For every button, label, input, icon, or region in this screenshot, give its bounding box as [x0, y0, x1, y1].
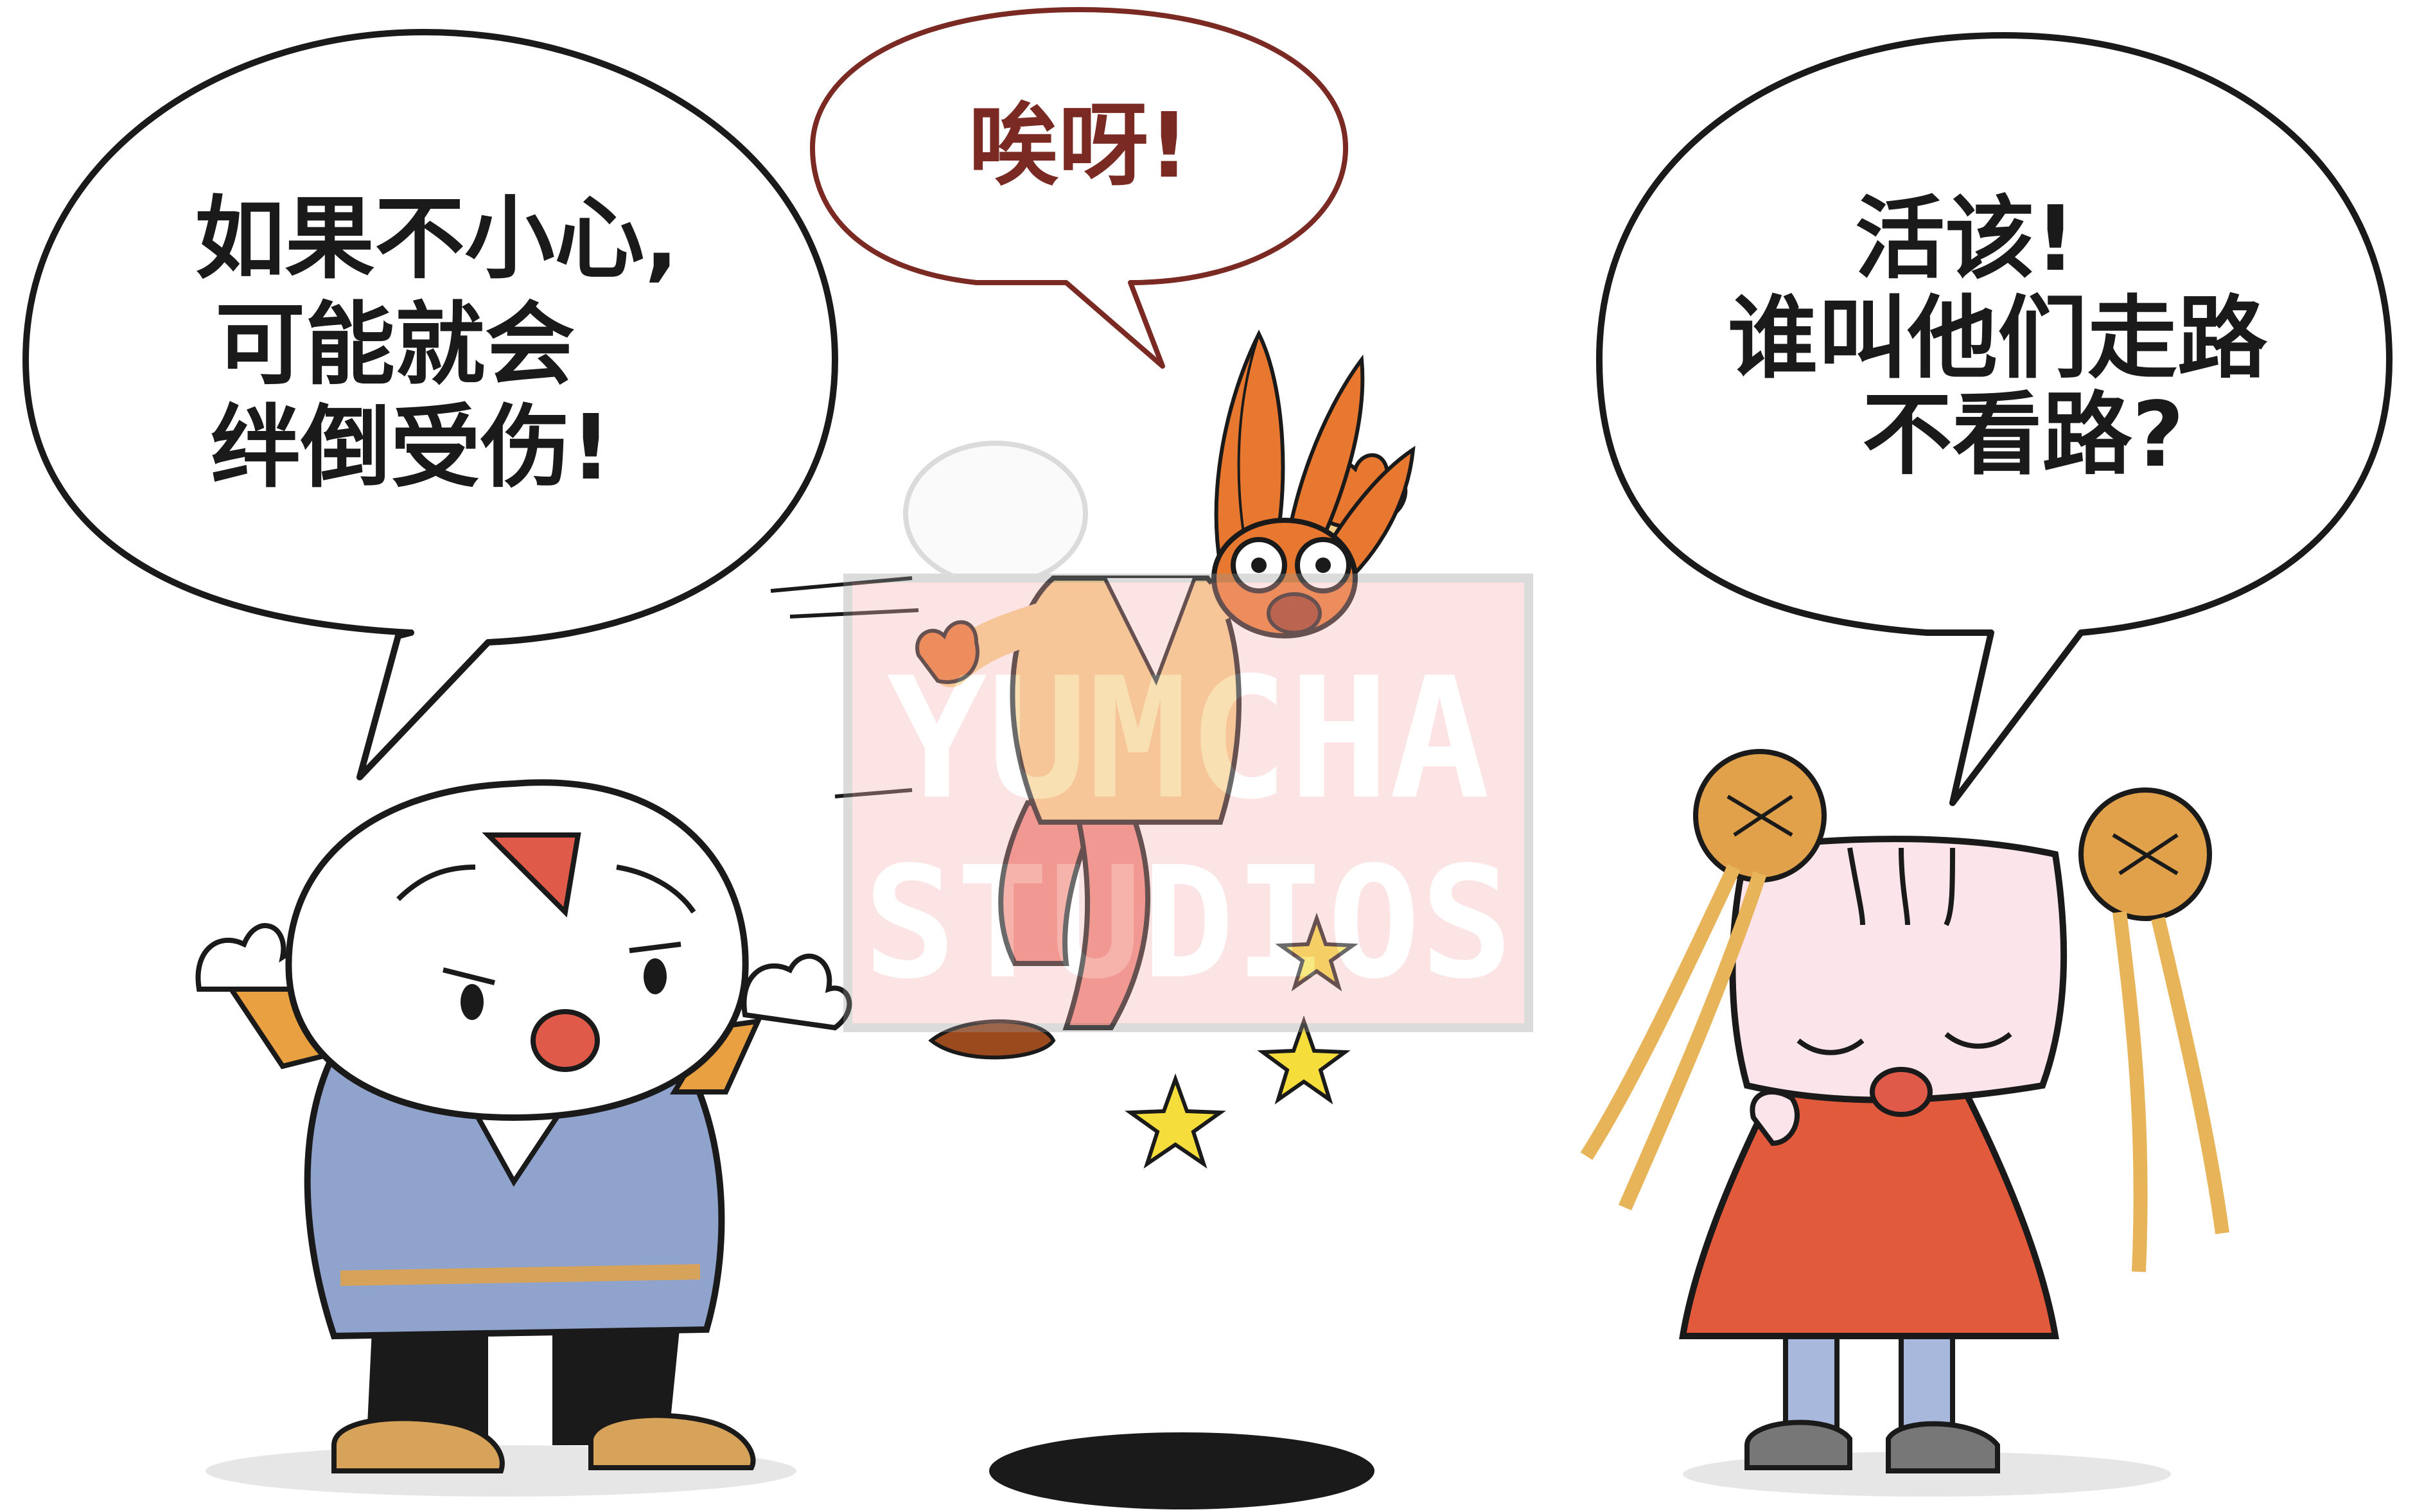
left-bubble-line-3: 绊倒受伤! [211, 396, 611, 500]
left-bubble-line-1: 如果不小心, [195, 187, 678, 292]
studio-watermark: YUMCHA STUDIOS [843, 441, 1533, 1032]
watermark-line-2: STUDIOS [863, 833, 1513, 1013]
right-bubble-line-1: 活该! [1855, 187, 2076, 292]
watermark-line-1: YUMCHA [886, 642, 1489, 836]
star-2 [1257, 1015, 1351, 1105]
right-bubble-line-2: 谁叫他们走路 [1728, 286, 2268, 391]
bun-character [195, 779, 852, 1497]
watermark-frame [843, 574, 1533, 1032]
hole [989, 1432, 1374, 1509]
left-bubble-line-2: 可能就会 [215, 293, 575, 398]
watermark-bun [903, 441, 1088, 587]
center-bubble-text: 唉呀! [969, 94, 1190, 198]
girl-character [1580, 749, 2229, 1497]
right-speech-bubble: 活该! 谁叫他们走路 不看路? [1596, 32, 2393, 806]
left-speech-bubble: 如果不小心, 可能就会 绊倒受伤! [22, 29, 838, 780]
carrot-character [770, 330, 1416, 1509]
right-bubble-line-3: 不看路? [1862, 383, 2184, 488]
star-3 [1275, 912, 1358, 992]
star-1 [1125, 1073, 1226, 1169]
center-speech-bubble: 唉呀! [810, 7, 1348, 369]
